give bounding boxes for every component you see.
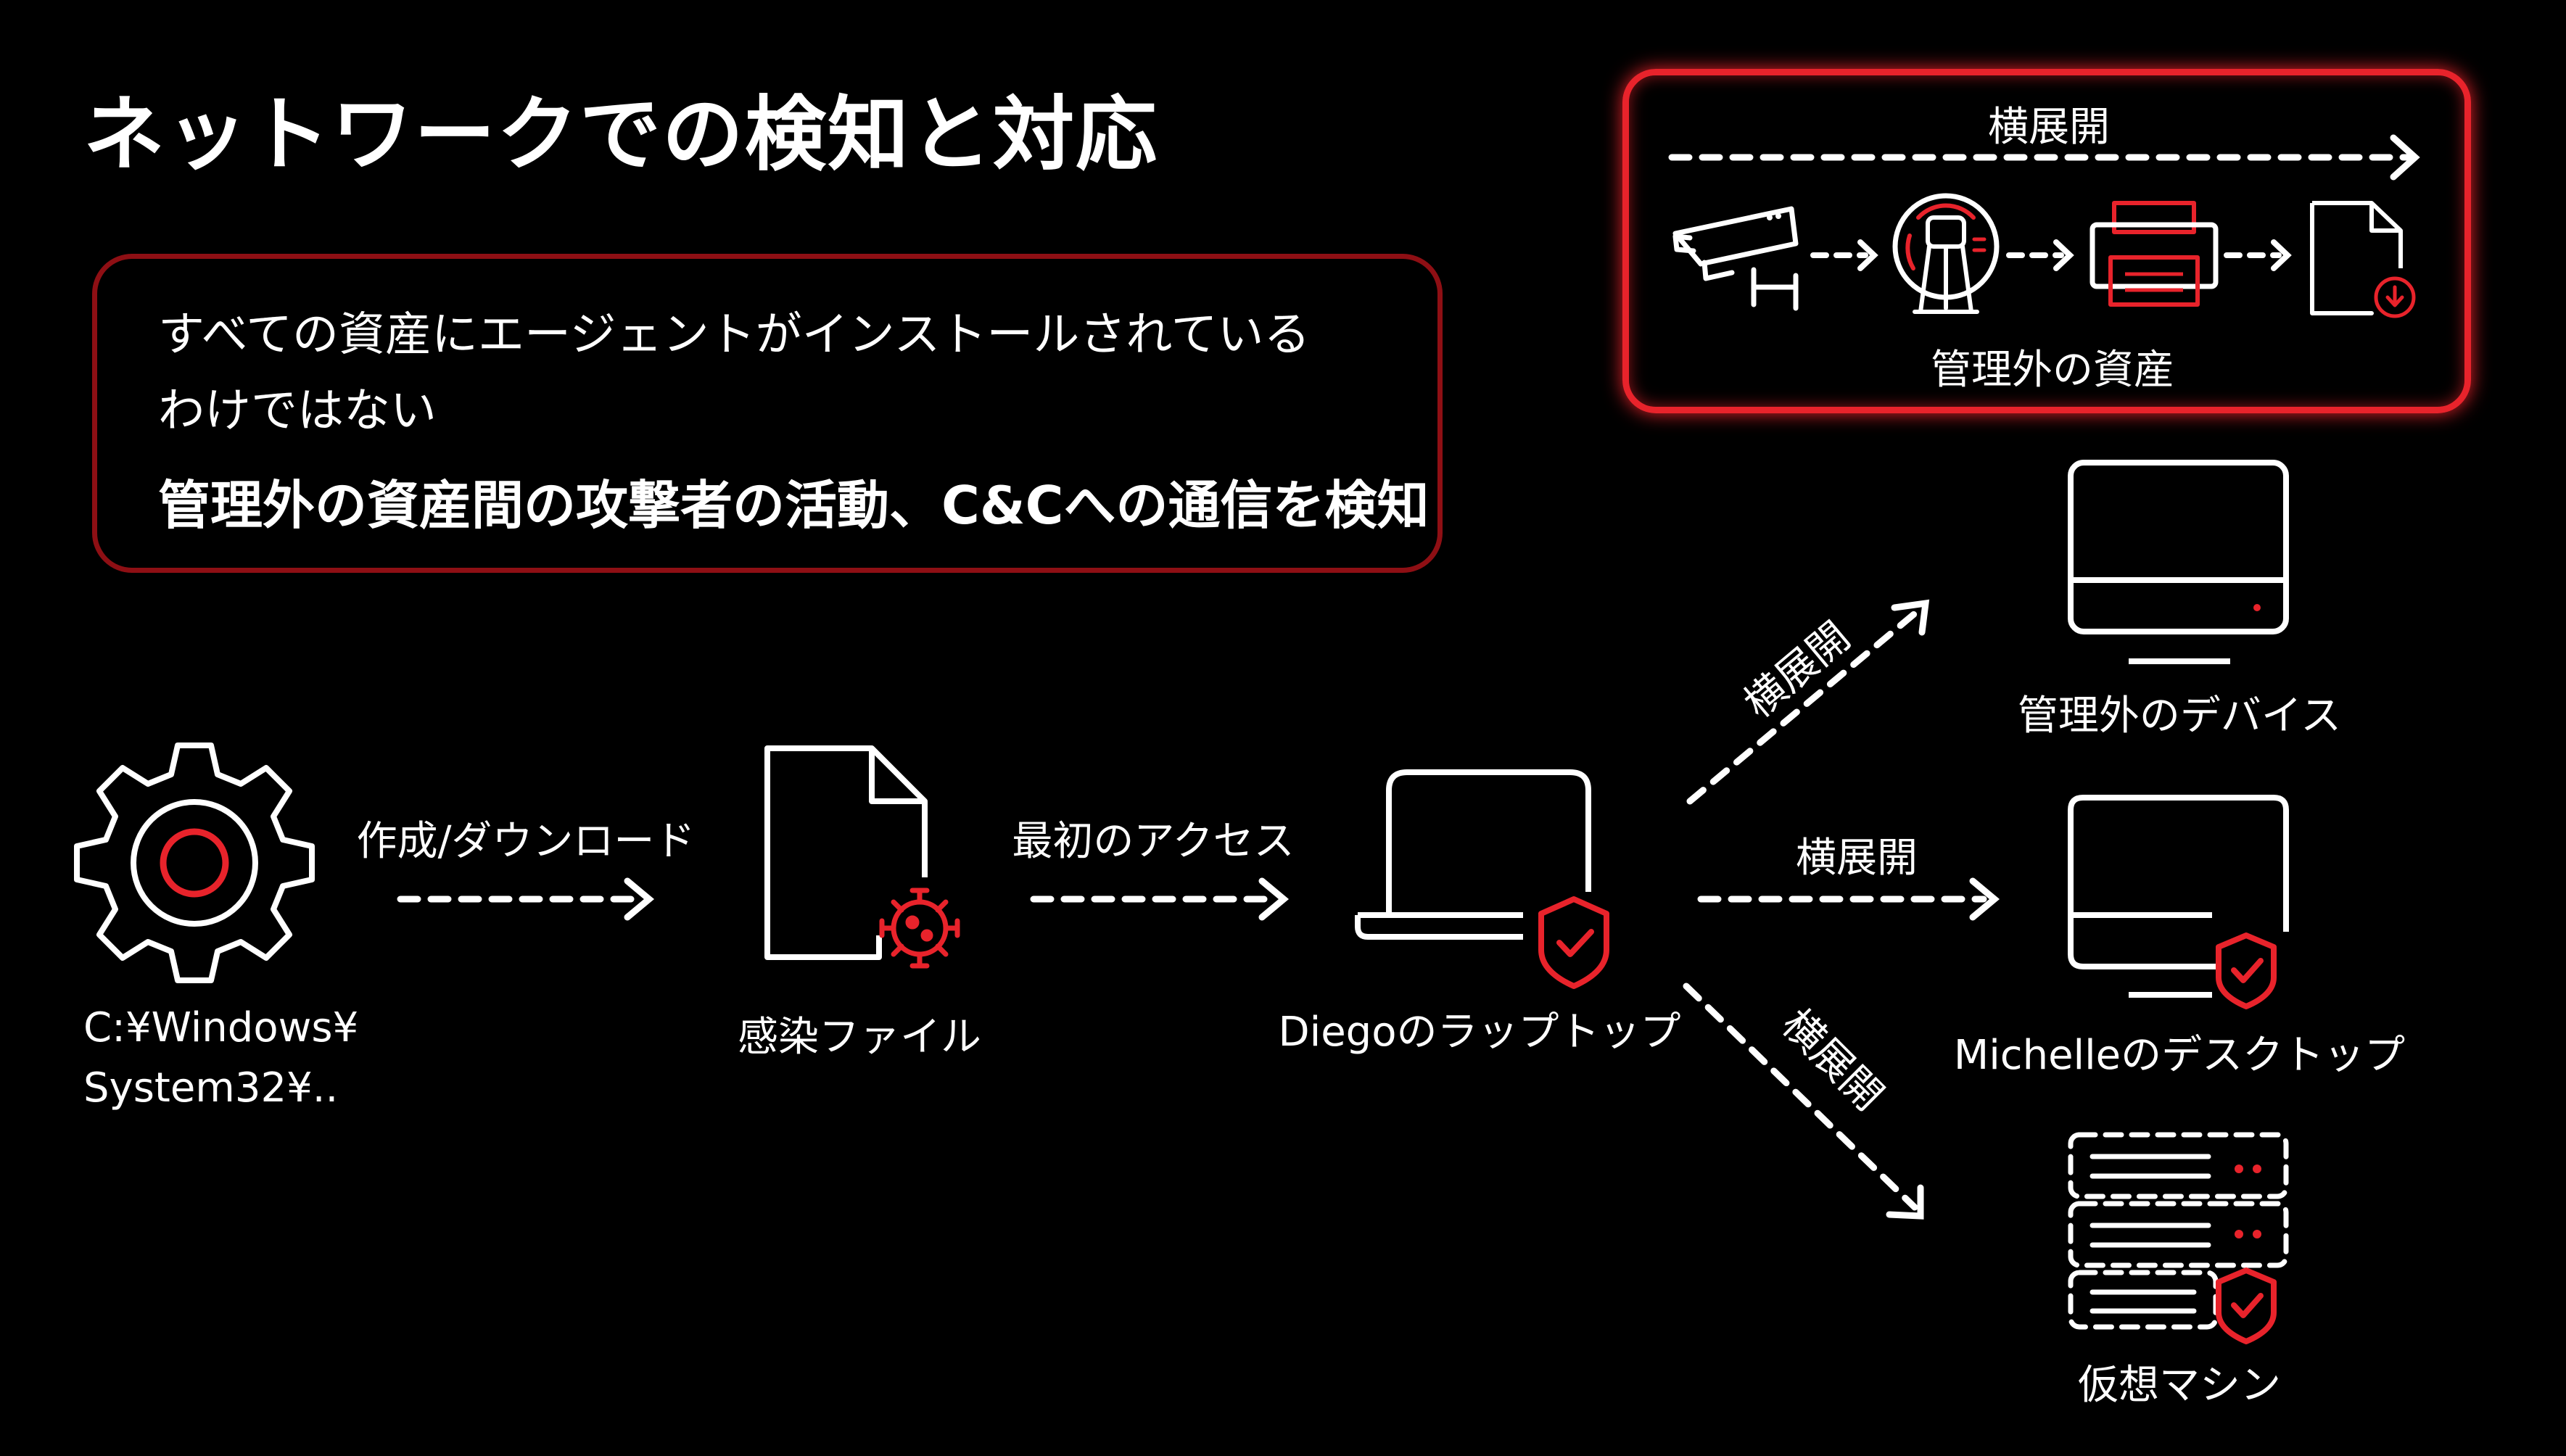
- monitor-icon: [2068, 460, 2289, 664]
- inset-assets-label: 管理外の資産: [1931, 347, 2174, 394]
- laptop-icon: [1355, 769, 1591, 940]
- infected-file-label: 感染ファイル: [738, 1014, 981, 1061]
- desktop-monitor-icon: [2068, 795, 2289, 998]
- page-title: ネットワークでの検知と対応: [83, 88, 1158, 182]
- info-line-3: 管理外の資産間の攻撃者の活動、C&Cへの通信を検知: [158, 475, 1430, 536]
- inset-lateral-arrow: [1668, 134, 2420, 181]
- desktop-label: Michelleのデスクトップ: [1953, 1032, 2406, 1079]
- info-box: [92, 254, 1443, 573]
- virus-icon: [879, 888, 960, 969]
- shield-check-icon: [1538, 896, 1609, 989]
- printer-icon: [2089, 201, 2219, 307]
- arrow-lateral-mid: [1697, 877, 2000, 921]
- vm-label: 仮想マシン: [2078, 1362, 2281, 1409]
- unmanaged-device-label: 管理外のデバイス: [2017, 692, 2342, 740]
- server-icon: [2068, 1132, 2289, 1330]
- lateral-mid-label: 横展開: [1796, 835, 1918, 882]
- initial-access-label: 最初のアクセス: [1012, 818, 1295, 865]
- vm-shield-icon: [2216, 1267, 2277, 1344]
- unmanaged-assets-panel: [1622, 69, 2471, 413]
- camera-icon: [1672, 206, 1799, 311]
- download-file-icon: [2310, 201, 2416, 318]
- laptop-label: Diegoのラップトップ: [1278, 1009, 1681, 1056]
- file-icon: [764, 745, 928, 960]
- arrow-initial-access: [1030, 877, 1290, 921]
- gear-icon: [74, 743, 315, 983]
- arrow-lateral-up: [1686, 599, 1930, 805]
- inset-arrow-3: [2224, 239, 2292, 271]
- arrow-create-download: [397, 877, 655, 921]
- desktop-shield-icon: [2216, 932, 2277, 1009]
- system-path-line-1: C:¥Windows¥: [83, 1004, 359, 1051]
- system-path-line-2: System32¥..: [83, 1064, 339, 1112]
- arrow-lateral-down: [1683, 983, 1924, 1220]
- create-download-label: 作成/ダウンロード: [356, 818, 696, 865]
- inset-lateral-label: 横展開: [1988, 104, 2110, 151]
- info-line-2: わけではない: [158, 384, 437, 438]
- info-line-1: すべての資産にエージェントがインストールされている: [158, 308, 1311, 362]
- inset-arrow-1: [1810, 239, 1878, 271]
- inset-arrow-2: [2006, 239, 2074, 271]
- mri-scanner-icon: [1892, 193, 2000, 314]
